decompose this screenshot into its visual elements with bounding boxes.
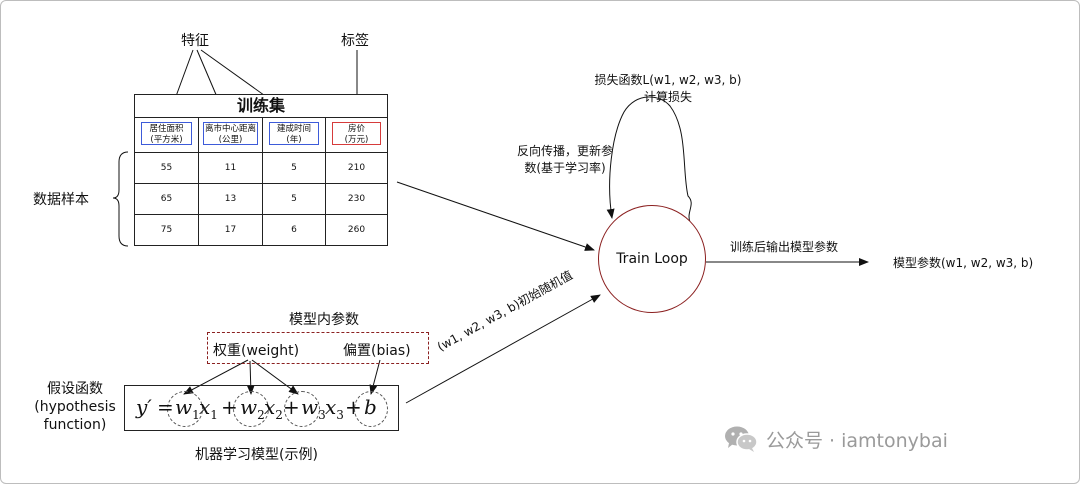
- features-label: 特征: [181, 33, 209, 49]
- hypothesis-line: (hypothesis: [34, 399, 116, 415]
- param-box: [207, 332, 429, 364]
- wechat-icon: [725, 426, 758, 452]
- table-cell: 17: [199, 215, 263, 246]
- backprop-note: 反向传播，更新参 数(基于学习率): [505, 143, 625, 177]
- training-set-table: 训练集 居住面积 (平方米) 离市中心距离 (公里) 建成时间 (年) 房价 (…: [134, 94, 388, 246]
- compute-loss-label: 计算损失: [643, 90, 692, 104]
- formula-y-prime: y′: [136, 395, 152, 419]
- weight-circle-3: [284, 391, 320, 427]
- model-params-label: 模型参数(w1, w2, w3, b): [893, 256, 1034, 270]
- weight-arrow-3: [251, 359, 299, 395]
- symbol-x: x: [325, 395, 337, 419]
- formula-box: [124, 385, 399, 431]
- table-title: 训练集: [135, 95, 387, 118]
- formula-x1: x1: [199, 395, 218, 422]
- watermark: 公众号 · iamtonybai: [724, 424, 948, 454]
- table-cell: 210: [347, 163, 366, 173]
- table-to-loop-arrow: [396, 181, 595, 251]
- backprop-label: 反向传播，更新参: [516, 144, 613, 158]
- subscript: 1: [210, 408, 218, 422]
- header-line: 房价: [347, 124, 365, 134]
- data-samples-brace: [112, 151, 129, 247]
- model-internal-params-label: 模型内参数: [289, 312, 359, 328]
- weight-arrow-1: [183, 359, 249, 395]
- header-unit: (年): [286, 135, 302, 145]
- header-line: 建成时间: [276, 124, 311, 134]
- weight-circle-1: [167, 391, 203, 427]
- formula-plus: +: [283, 395, 300, 419]
- subscript: 2: [257, 408, 265, 422]
- subscript: 2: [275, 408, 283, 422]
- symbol-w: w: [301, 395, 319, 419]
- learning-rate-label: 数(基于学习率): [524, 161, 606, 175]
- table-cell: 13: [199, 184, 263, 214]
- watermark-account: 公众号 · iamtonybai: [766, 429, 948, 452]
- formula-w2: w2: [240, 395, 265, 422]
- table-cell: 5: [263, 153, 326, 183]
- label-header: 房价 (万元): [332, 122, 381, 145]
- symbol-x: x: [264, 395, 276, 419]
- table-header-cell: 离市中心距离 (公里): [199, 117, 263, 153]
- weight-arrow-2: [246, 360, 255, 395]
- table-cell: 230: [347, 194, 366, 204]
- feature-header: 居住面积 (平方米): [141, 122, 192, 145]
- table-cell: 260: [347, 225, 366, 235]
- subscript: 3: [318, 408, 326, 422]
- table-cell: 55: [135, 153, 199, 183]
- table-header-cell: 居住面积 (平方米): [135, 117, 199, 153]
- subscript: 1: [192, 408, 200, 422]
- table-header-cell: 房价 (万元): [326, 117, 387, 153]
- formula-x2: x2: [264, 395, 283, 422]
- backprop-loop-arrow: [606, 96, 692, 223]
- header-line: 离市中心距离: [204, 124, 256, 134]
- formula-plus: +: [221, 395, 238, 419]
- hypothesis-line: function): [43, 417, 107, 433]
- formula-plus: +: [345, 395, 362, 419]
- label-tag: 标签: [341, 33, 369, 49]
- table-row: 65 13 5 230: [135, 184, 387, 215]
- header-unit: (万元): [344, 135, 369, 145]
- data-samples-label: 数据样本: [33, 192, 89, 208]
- weight-label: 权重(weight): [213, 343, 300, 359]
- symbol-w: w: [175, 395, 193, 419]
- table-cell: 11: [199, 153, 263, 183]
- formula-w3: w3: [301, 395, 326, 422]
- table-cell: 6: [263, 215, 326, 246]
- table-header-cell: 建成时间 (年): [263, 117, 326, 153]
- loss-function-note: 损失函数L(w1, w2, w3, b) 计算损失: [573, 72, 763, 106]
- formula-w1: w1: [175, 395, 200, 422]
- hypothesis-function-label: 假设函数 (hypothesis function): [30, 380, 120, 434]
- table-cell: 65: [135, 184, 199, 214]
- header-unit: (平方米): [150, 135, 183, 145]
- loss-function-label: 损失函数L(w1, w2, w3, b): [594, 73, 742, 87]
- symbol-w: w: [240, 395, 258, 419]
- table-cell: 5: [263, 184, 326, 214]
- feature-header: 离市中心距离 (公里): [203, 122, 258, 145]
- symbol-x: x: [199, 395, 211, 419]
- subscript: 3: [336, 408, 344, 422]
- formula-x3: x3: [325, 395, 344, 422]
- bias-circle: [354, 391, 388, 427]
- hypothesis-line: 假设函数: [47, 381, 103, 397]
- formula-equals: =: [157, 395, 174, 419]
- table-row: 75 17 6 260: [135, 215, 387, 246]
- table-cell: 75: [135, 215, 199, 246]
- bias-label: 偏置(bias): [343, 343, 411, 359]
- bias-arrow: [369, 359, 381, 395]
- header-unit: (公里): [218, 135, 243, 145]
- table-row: 55 11 5 210: [135, 153, 387, 184]
- model-example-label: 机器学习模型(示例): [195, 447, 318, 463]
- header-line: 居住面积: [149, 124, 184, 134]
- formula-b: b: [364, 395, 377, 419]
- train-loop-node: Train Loop: [598, 205, 706, 313]
- feature-header: 建成时间 (年): [269, 122, 319, 145]
- init-random-arrow: [405, 294, 601, 404]
- weight-circle-2: [233, 391, 269, 427]
- output-after-training-label: 训练后输出模型参数: [730, 240, 839, 254]
